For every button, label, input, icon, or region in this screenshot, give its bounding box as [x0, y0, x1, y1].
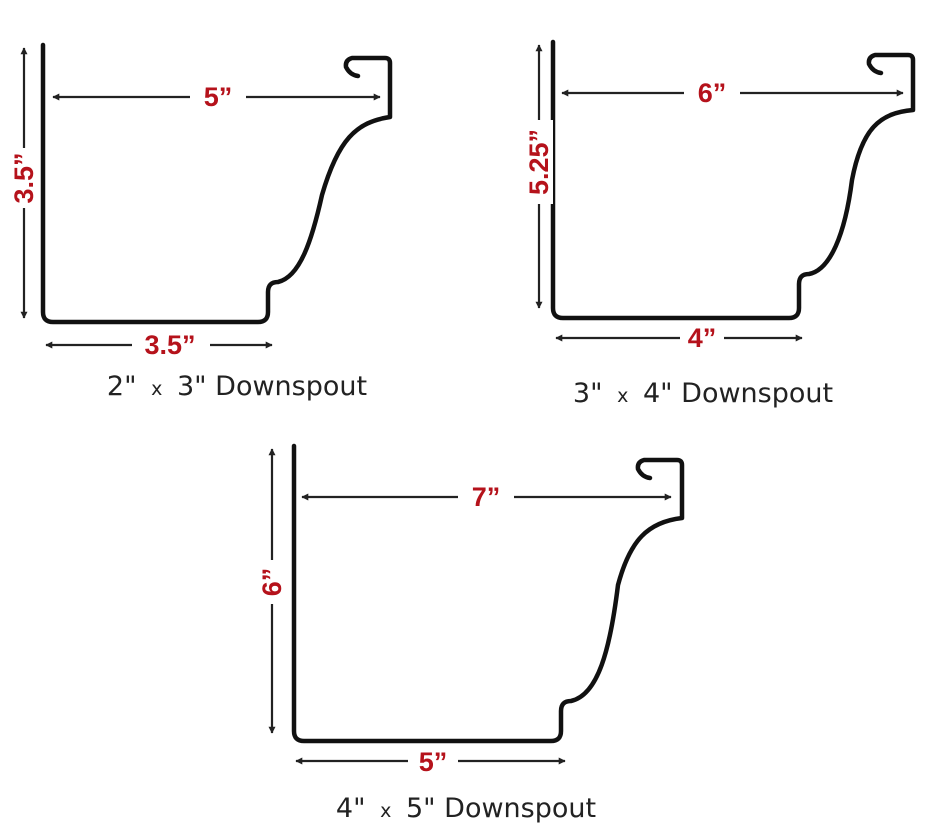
gutter-2x3-caption-second: 3" Downspout: [177, 371, 367, 402]
gutter-3x4-figure: 5.25” 6” 4” 3" x 4" Downspout: [524, 39, 916, 409]
gutter-3x4-caption-second: 4" Downspout: [643, 378, 833, 409]
gutter-2x3-height-gap: [10, 148, 38, 208]
gutter-3x4-caption-times: x: [617, 385, 628, 407]
gutter-4x5-bottom-width-label: 5”: [419, 747, 448, 777]
gutter-3x4-profile: [550, 39, 916, 321]
gutter-4x5-height-label: 6”: [257, 568, 287, 597]
gutter-4x5-caption: 4" x 5" Downspout: [336, 793, 596, 824]
gutter-4x5-figure: 6” 7” 5” 4" x 5" Downspout: [257, 443, 685, 824]
gutter-2x3-caption-first: 2": [107, 371, 137, 402]
gutter-4x5-height-gap: [258, 560, 286, 604]
gutter-2x3-caption: 2" x 3" Downspout: [107, 371, 367, 402]
gutter-4x5-top-width-label: 7”: [472, 482, 501, 512]
gutter-4x5-profile: [291, 443, 685, 744]
gutter-2x3-bottom-width-label: 3.5”: [144, 330, 195, 360]
gutter-4x5-caption-first: 4": [336, 793, 366, 824]
gutter-3x4-top-width-gap: [684, 76, 740, 110]
gutter-4x5-caption-times: x: [380, 800, 391, 822]
gutter-3x4-height-label: 5.25”: [524, 129, 554, 195]
gutter-4x5-bottom-width-gap: [408, 745, 458, 779]
gutter-3x4-height-gap: [525, 120, 553, 204]
gutter-4x5-top-width-gap: [458, 480, 514, 514]
gutter-3x4-top-width-label: 6”: [698, 78, 727, 108]
gutter-2x3-figure: 3.5” 5” 3.5” 2" x 3" Downspout: [9, 42, 393, 402]
gutter-3x4-bottom-width-label: 4”: [688, 323, 717, 353]
gutter-2x3-profile: [40, 42, 393, 325]
gutter-3x4-bottom-width-gap: [680, 322, 724, 356]
gutter-3x4-caption-first: 3": [573, 378, 603, 409]
gutter-2x3-top-width-label: 5”: [204, 82, 233, 112]
gutter-2x3-bottom-width-gap: [132, 328, 210, 362]
gutter-4x5-caption-second: 5" Downspout: [406, 793, 596, 824]
gutter-3x4-caption: 3" x 4" Downspout: [573, 378, 833, 409]
gutter-2x3-height-label: 3.5”: [9, 152, 39, 203]
gutter-2x3-caption-times: x: [151, 378, 162, 400]
gutter-2x3-top-width-gap: [190, 80, 246, 114]
